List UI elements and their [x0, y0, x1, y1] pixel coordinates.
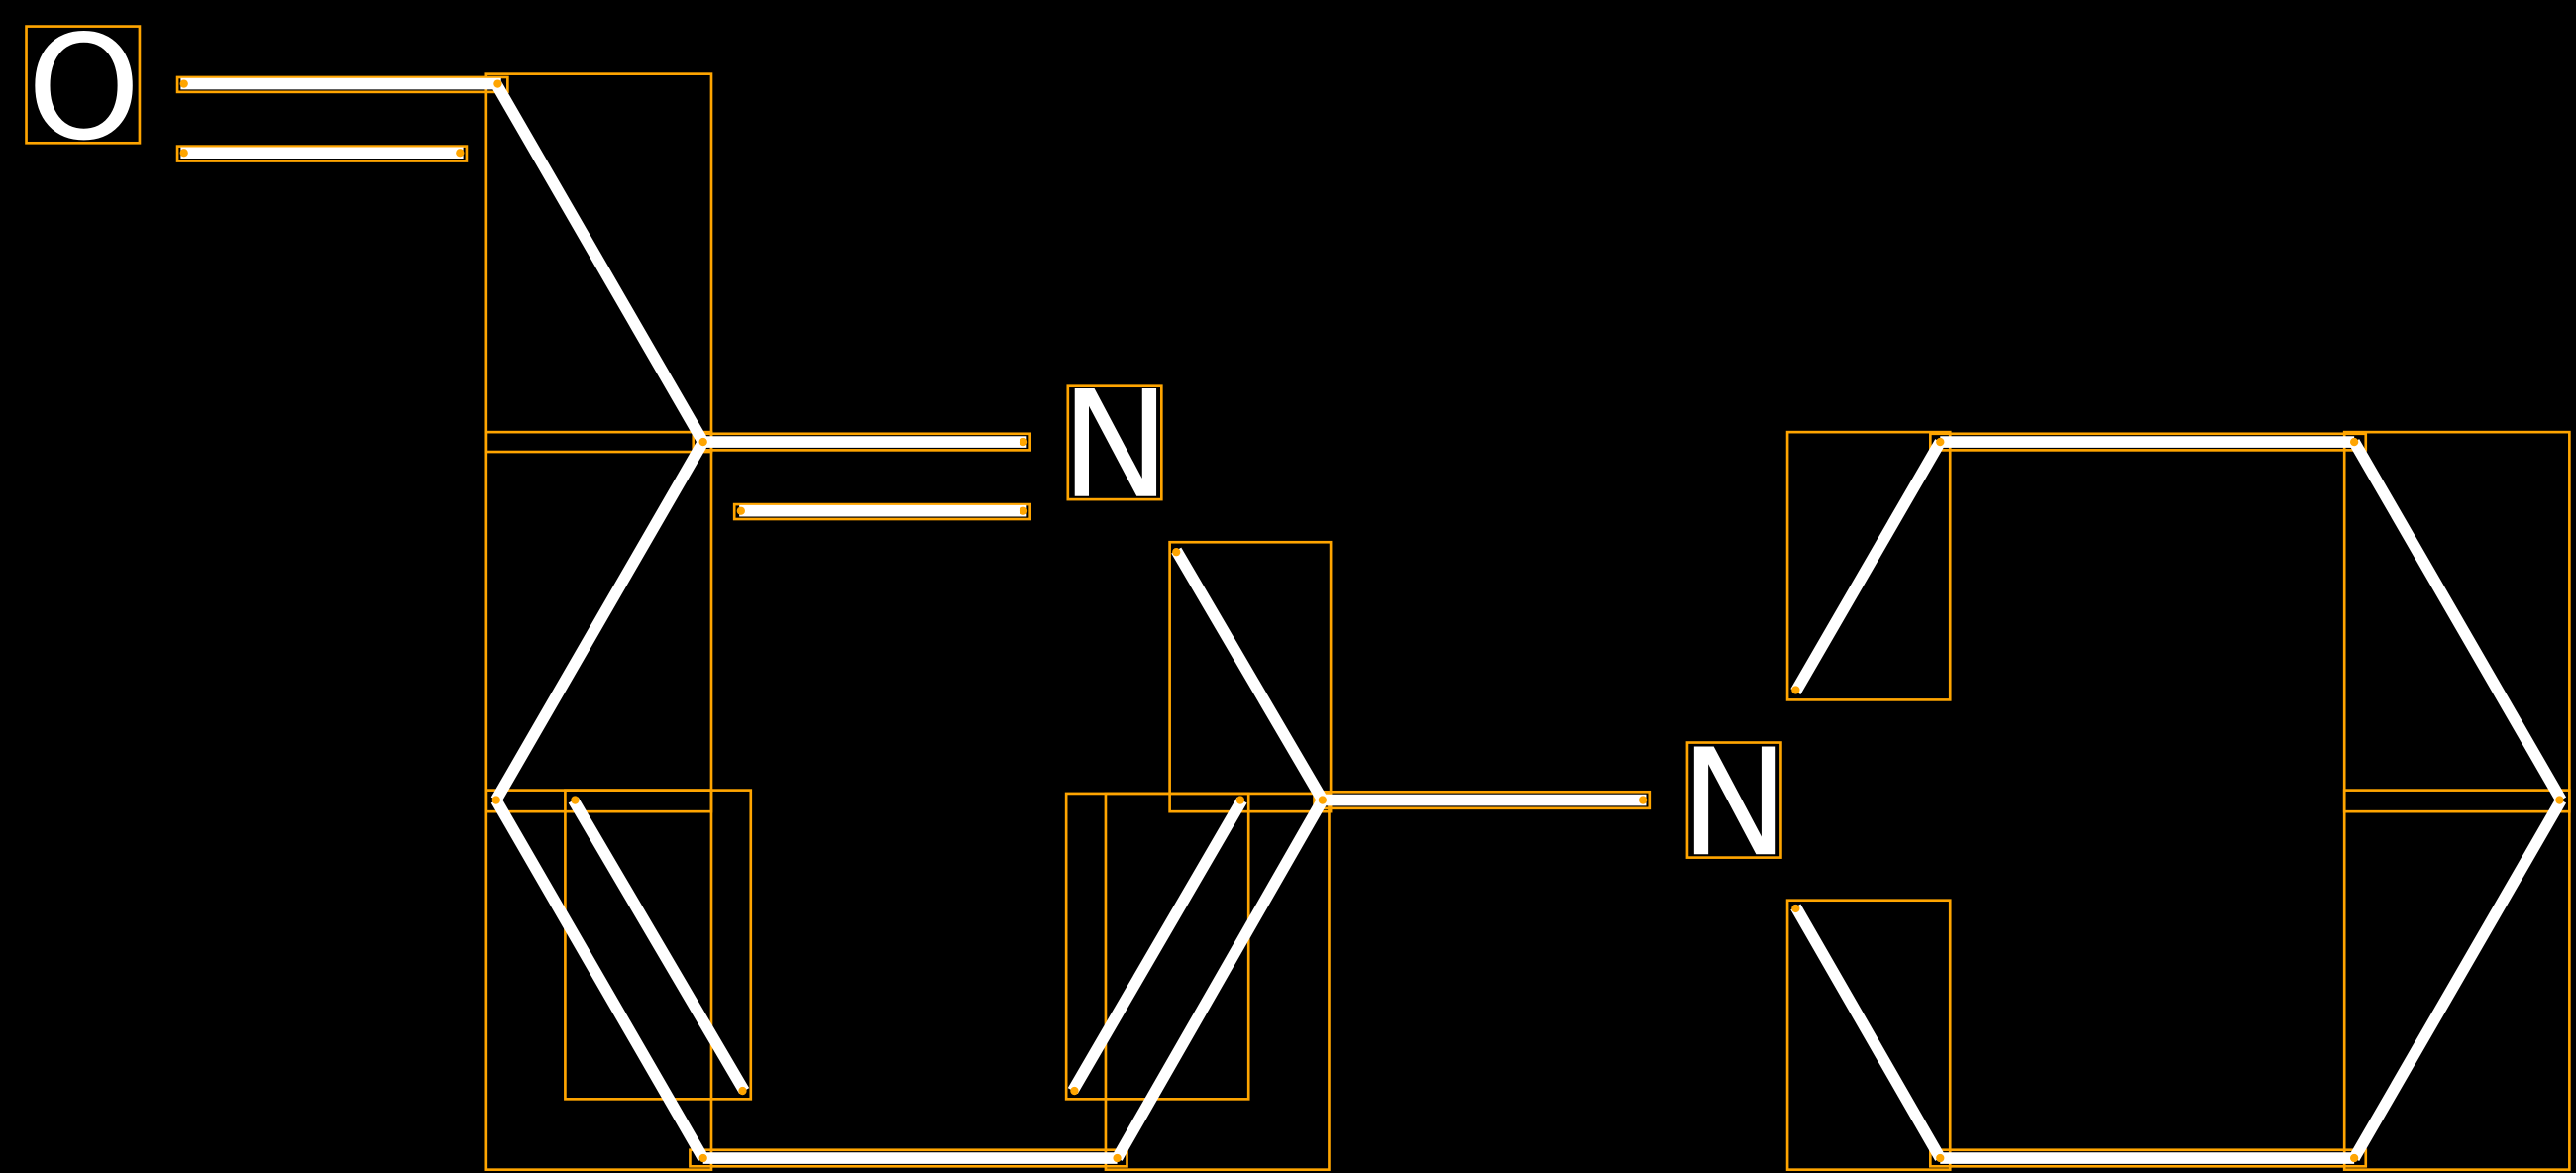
atom-o-label: O [27, 5, 141, 172]
atom-o-box [25, 25, 142, 145]
bond [2349, 439, 2567, 803]
bond-inner [568, 797, 750, 1094]
bond [490, 797, 708, 1161]
atom-n1-label: N [1060, 360, 1171, 532]
atom-n-imine: N [1060, 360, 1171, 532]
atom-n2-label: N [1679, 717, 1790, 890]
bond [1790, 904, 1946, 1161]
bond [490, 80, 708, 445]
atom-o: O [25, 5, 142, 172]
bond-inner [1067, 797, 1247, 1094]
atom-n2-box [1685, 741, 1782, 859]
bond [1171, 547, 1328, 803]
bond-boxes [175, 72, 2571, 1171]
bond [2349, 797, 2567, 1161]
bonds [180, 77, 2567, 1164]
atom-n1-box [1066, 384, 1163, 501]
bond [1112, 797, 1328, 1161]
bond [1790, 439, 1946, 695]
bond-endpoints [179, 79, 2564, 1163]
bond [490, 439, 708, 803]
atom-n-ring: N [1679, 717, 1790, 890]
